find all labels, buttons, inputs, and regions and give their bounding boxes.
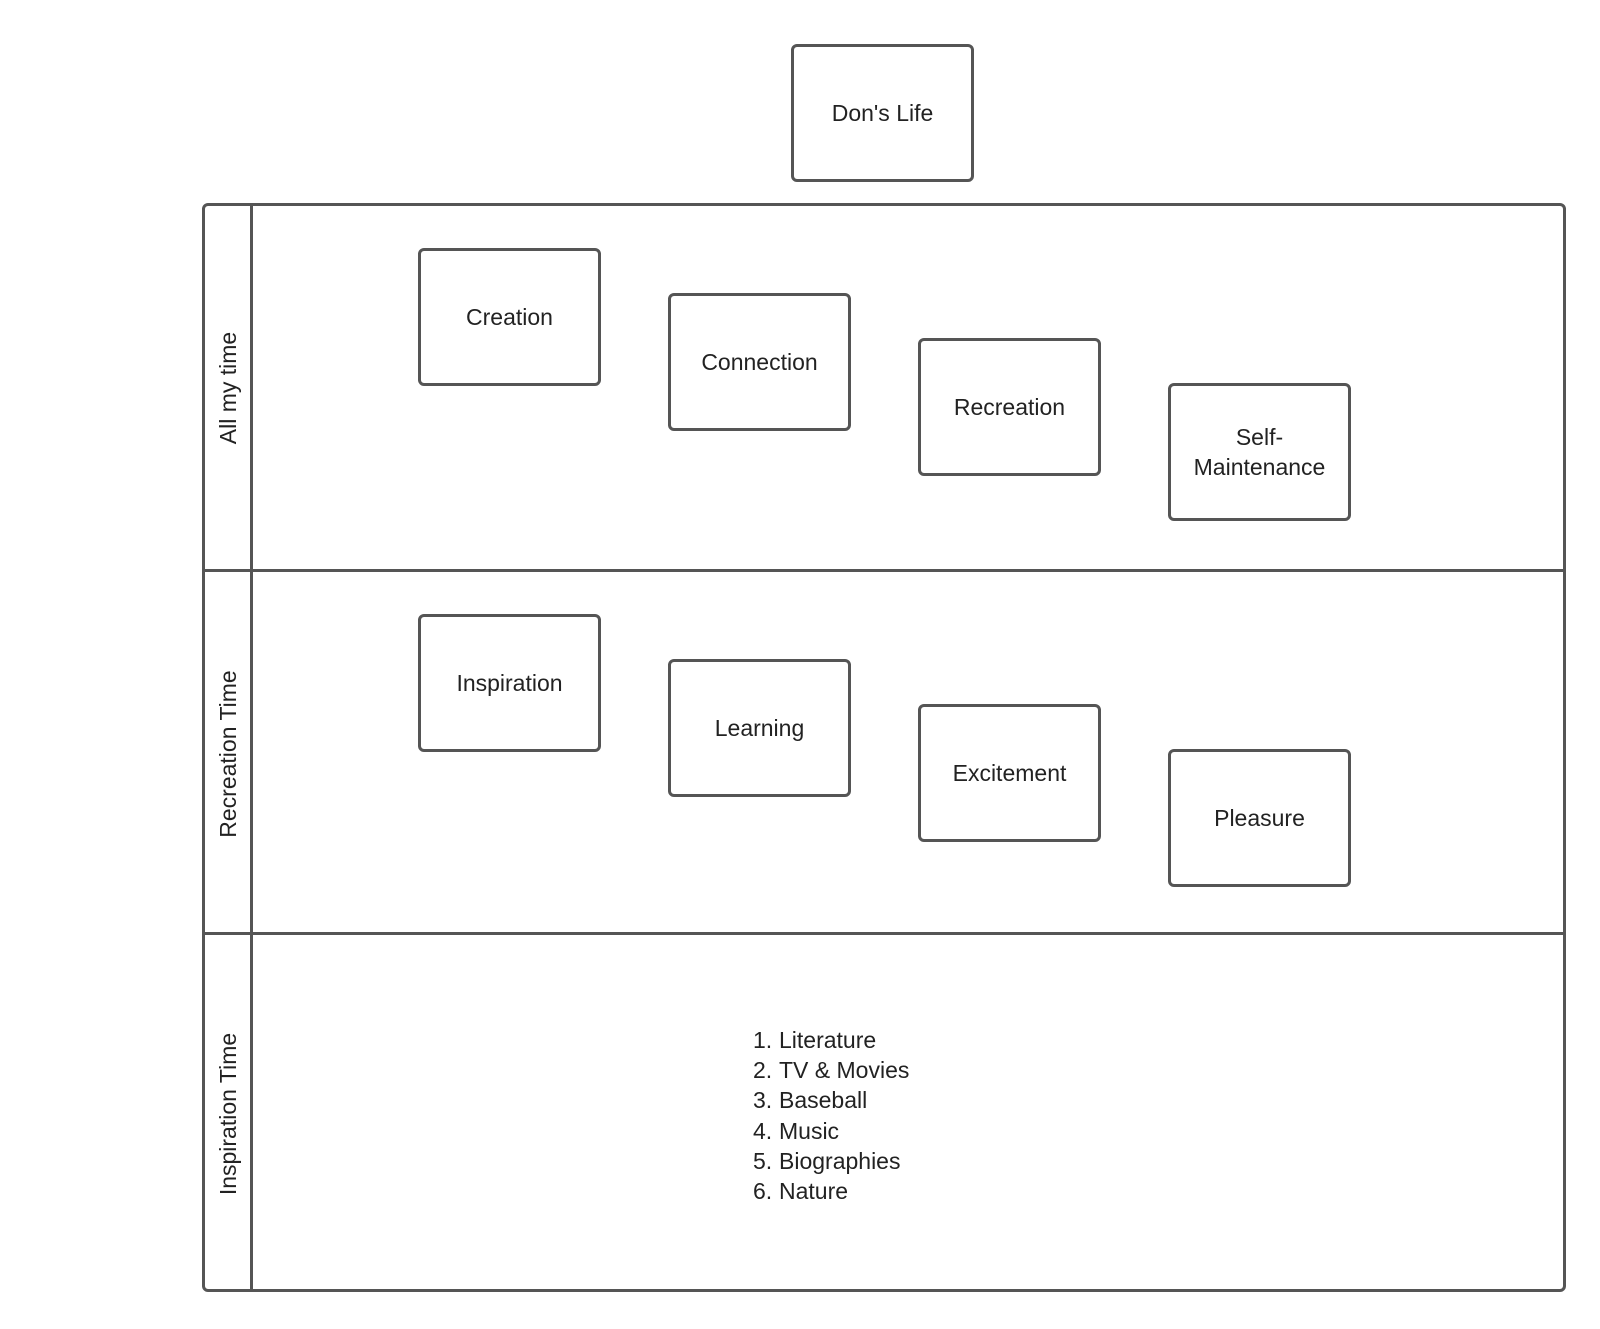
lane-header: All my time — [205, 206, 253, 569]
lane-all-my-time: All my time Creation Connection Recreati… — [205, 206, 1563, 569]
list-item: 6.Nature — [753, 1178, 849, 1205]
list-item: 1.Literature — [753, 1027, 877, 1053]
node-label: Inspiration — [456, 670, 563, 696]
list-item: 5.Biographies — [753, 1147, 901, 1174]
list-item: 4.Music — [753, 1117, 840, 1144]
title-box: Don's Life — [791, 44, 974, 182]
node-creation: Creation — [418, 248, 601, 386]
node-pleasure: Pleasure — [1168, 749, 1351, 887]
list-item: 3.Baseball — [753, 1087, 868, 1114]
lane-label: Inspiration Time — [214, 1032, 241, 1195]
node-connection: Connection — [668, 293, 851, 431]
node-label: Learning — [714, 715, 805, 741]
node-self-maintenance: Self- Maintenance — [1168, 383, 1351, 521]
node-label: Excitement — [952, 760, 1067, 786]
node-label: Recreation — [953, 394, 1066, 420]
node-label: Self- Maintenance — [1193, 424, 1326, 480]
node-inspiration: Inspiration — [418, 614, 601, 752]
lane-recreation-time: Recreation Time Inspiration Learning Exc… — [205, 569, 1563, 935]
lane-header: Inspiration Time — [205, 935, 253, 1292]
node-excitement: Excitement — [918, 704, 1101, 842]
node-learning: Learning — [668, 659, 851, 797]
list-item: 2.TV & Movies — [753, 1057, 910, 1084]
lane-inspiration-time: Inspiration Time 1.Literature 2.TV & Mov… — [205, 932, 1563, 1292]
node-label: Connection — [701, 349, 818, 375]
title-text: Don's Life — [831, 100, 934, 126]
node-label: Creation — [466, 304, 553, 330]
swimlane-pool: All my time Creation Connection Recreati… — [202, 203, 1566, 1292]
inspiration-list: 1.Literature 2.TV & Movies 3.Baseball 4.… — [753, 1025, 909, 1206]
lane-header: Recreation Time — [205, 572, 253, 935]
node-recreation: Recreation — [918, 338, 1101, 476]
lane-label: All my time — [214, 331, 241, 444]
node-label: Pleasure — [1214, 805, 1305, 831]
lane-label: Recreation Time — [214, 669, 241, 838]
